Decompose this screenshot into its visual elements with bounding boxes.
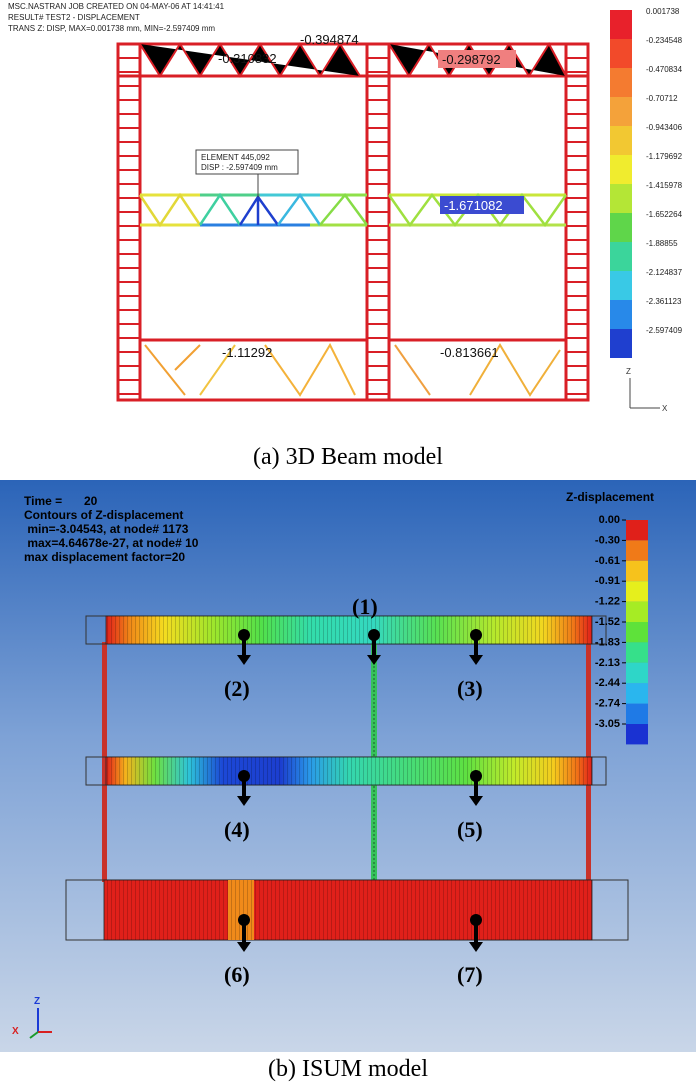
- legend-isum-label: -1.52: [595, 616, 620, 628]
- legend-beam-swatch: [610, 242, 632, 271]
- header-line-1: MSC.NASTRAN JOB CREATED ON 04-MAY-06 AT …: [8, 2, 225, 11]
- point-label-6: (6): [224, 962, 250, 987]
- isum-model-figure: Time = 20 Contours of Z-displacement min…: [0, 480, 696, 1052]
- legend-beam-label: -1.88855: [646, 239, 678, 248]
- legend-beam-swatch: [610, 39, 632, 68]
- legend-isum-swatch: [626, 560, 648, 582]
- legend-beam-label: -2.597409: [646, 326, 683, 335]
- value-mid-right-highlight: [440, 196, 524, 214]
- legend-isum-swatch: [626, 683, 648, 704]
- element-callout: ELEMENT 445,092 DISP : -2.597409 mm: [195, 149, 299, 197]
- info-line-2: min=-3.04543, at node# 1173: [24, 522, 189, 536]
- time-value: 20: [84, 494, 98, 508]
- point-label-7: (7): [457, 962, 483, 987]
- legend-beam-label: -0.70712: [646, 94, 678, 103]
- legend-beam-swatch: [610, 329, 632, 358]
- info-line-3: max=4.64678e-27, at node# 10: [24, 536, 199, 550]
- value-bottom-right: -0.813661: [440, 345, 499, 360]
- legend-beam-swatch: [610, 300, 632, 329]
- caption-beam-model: (a) 3D Beam model: [253, 444, 443, 470]
- value-top-left: -0.310832: [218, 51, 277, 66]
- caption-isum-model: (b) ISUM model: [268, 1056, 428, 1082]
- load-arrow-head: [469, 796, 483, 806]
- legend-isum-swatch: [626, 662, 648, 684]
- load-arrow-head: [237, 796, 251, 806]
- info-line-1: Contours of Z-displacement: [24, 508, 183, 522]
- legend-isum-label: -2.13: [595, 657, 620, 669]
- legend-isum-swatch: [626, 540, 648, 561]
- legend-isum-swatch: [626, 724, 648, 745]
- legend-isum-swatch: [626, 703, 648, 724]
- point-label-1: (1): [352, 594, 378, 619]
- load-arrow-head: [367, 655, 381, 665]
- legend-isum-swatch: [626, 601, 648, 622]
- axis-triad-beam: Z X: [626, 367, 668, 413]
- load-arrow-head: [469, 942, 483, 952]
- legend-beam-label: 0.001738: [646, 7, 680, 16]
- legend-isum-label: -1.83: [595, 636, 620, 648]
- legend-beam-label: -1.179692: [646, 152, 683, 161]
- legend-isum: 0.00 -0.30 -0.61 -0.91 -1.22 -1.52 -1.83 -2.13 -…: [595, 514, 648, 745]
- legend-beam-label: -0.470834: [646, 65, 683, 74]
- value-top-right-highlight: [438, 50, 516, 68]
- value-top-center: -0.394874: [300, 32, 359, 47]
- legend-isum-label: -1.22: [595, 596, 620, 608]
- legend-beam-label: -0.234548: [646, 36, 683, 45]
- callout-line-2: DISP : -2.597409 mm: [201, 163, 278, 172]
- axis-z-label-isum: Z: [34, 996, 40, 1007]
- legend-title: Z-displacement: [566, 490, 654, 504]
- legend-beam-label: -2.361123: [646, 297, 682, 306]
- load-arrow-head: [469, 655, 483, 665]
- load-arrow-head: [237, 655, 251, 665]
- point-label-5: (5): [457, 817, 483, 842]
- point-label-3: (3): [457, 676, 483, 701]
- legend-isum-swatch: [626, 642, 648, 663]
- legend-isum-swatch: [626, 581, 648, 602]
- isum-structure: [65, 615, 629, 941]
- legend-beam-label: -2.124837: [646, 268, 683, 277]
- axis-x-label-isum: X: [12, 1026, 19, 1037]
- info-line-4: max displacement factor=20: [24, 550, 185, 564]
- value-bottom-left: -1.11292: [222, 345, 272, 360]
- load-arrow-head: [237, 942, 251, 952]
- header-line-2: RESULT# TEST2 - DISPLACEMENT: [8, 13, 140, 22]
- load-arrows: [237, 629, 483, 952]
- legend-beam-swatch: [610, 271, 632, 300]
- legend-isum-swatch: [626, 622, 648, 643]
- legend-beam: 0.001738 -0.234548 -0.470834 -0.70712 -0.943…: [610, 7, 683, 358]
- legend-isum-label: -3.05: [595, 718, 620, 730]
- value-top-right: -0.298792: [442, 52, 501, 67]
- value-mid-right: -1.671082: [444, 198, 503, 213]
- legend-beam-label: -1.415978: [646, 181, 683, 190]
- point-label-4: (4): [224, 817, 250, 842]
- legend-beam-swatch: [610, 155, 632, 184]
- legend-isum-label: -0.30: [595, 534, 620, 546]
- axis-x-label: X: [662, 404, 668, 413]
- time-label: Time =: [24, 494, 62, 508]
- axis-triad-isum: Z X: [12, 996, 52, 1039]
- legend-beam-swatch: [610, 126, 632, 155]
- axis-z-label: Z: [626, 367, 631, 376]
- point-label-2: (2): [224, 676, 250, 701]
- legend-isum-label: -0.61: [595, 555, 620, 567]
- legend-beam-swatch: [610, 10, 632, 39]
- legend-isum-label: -0.91: [595, 575, 620, 587]
- legend-beam-swatch: [610, 68, 632, 97]
- legend-beam-swatch: [610, 213, 632, 242]
- legend-isum-label: -2.44: [595, 677, 621, 689]
- legend-beam-label: -0.943406: [646, 123, 683, 132]
- legend-isum-swatch: [626, 520, 648, 541]
- beam-model-figure: MSC.NASTRAN JOB CREATED ON 04-MAY-06 AT …: [0, 0, 696, 440]
- legend-beam-swatch: [610, 184, 632, 213]
- callout-line-1: ELEMENT 445,092: [201, 153, 270, 162]
- legend-beam-swatch: [610, 97, 632, 126]
- header-line-3: TRANS Z: DISP, MAX=0.001738 mm, MIN=-2.5…: [8, 24, 215, 33]
- legend-beam-label: -1.652264: [646, 210, 683, 219]
- legend-isum-label: 0.00: [599, 514, 620, 526]
- legend-isum-label: -2.74: [595, 698, 621, 710]
